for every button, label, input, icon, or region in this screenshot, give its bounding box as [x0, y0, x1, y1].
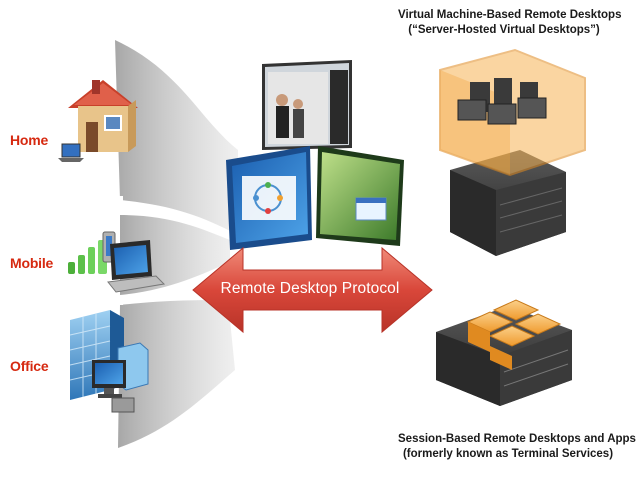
remote-desktop-screens — [226, 60, 404, 250]
location-office-label: Office — [10, 358, 49, 374]
vm-caption: Virtual Machine-Based Remote Desktops (“… — [398, 8, 622, 38]
location-home-label: Home — [10, 132, 49, 148]
session-caption-line1: Session-Based Remote Desktops and Apps — [398, 433, 636, 445]
vm-server-icon — [439, 48, 586, 256]
office-building-icon — [69, 310, 149, 413]
vm-caption-line2: (“Server-Hosted Virtual Desktops”) — [408, 24, 600, 36]
vm-caption-line1: Virtual Machine-Based Remote Desktops — [398, 9, 622, 21]
session-apps-icon — [466, 299, 562, 370]
location-mobile-label: Mobile — [10, 255, 54, 271]
session-caption: Session-Based Remote Desktops and Apps (… — [398, 432, 636, 462]
protocol-label: Remote Desktop Protocol — [220, 280, 400, 297]
session-server-icon — [436, 299, 572, 406]
session-caption-line2: (formerly known as Terminal Services) — [402, 448, 614, 460]
house-icon — [58, 80, 138, 162]
mobile-devices-icon — [68, 231, 166, 293]
protocol-arrow — [192, 246, 433, 334]
virtual-machines-icon — [457, 78, 547, 125]
